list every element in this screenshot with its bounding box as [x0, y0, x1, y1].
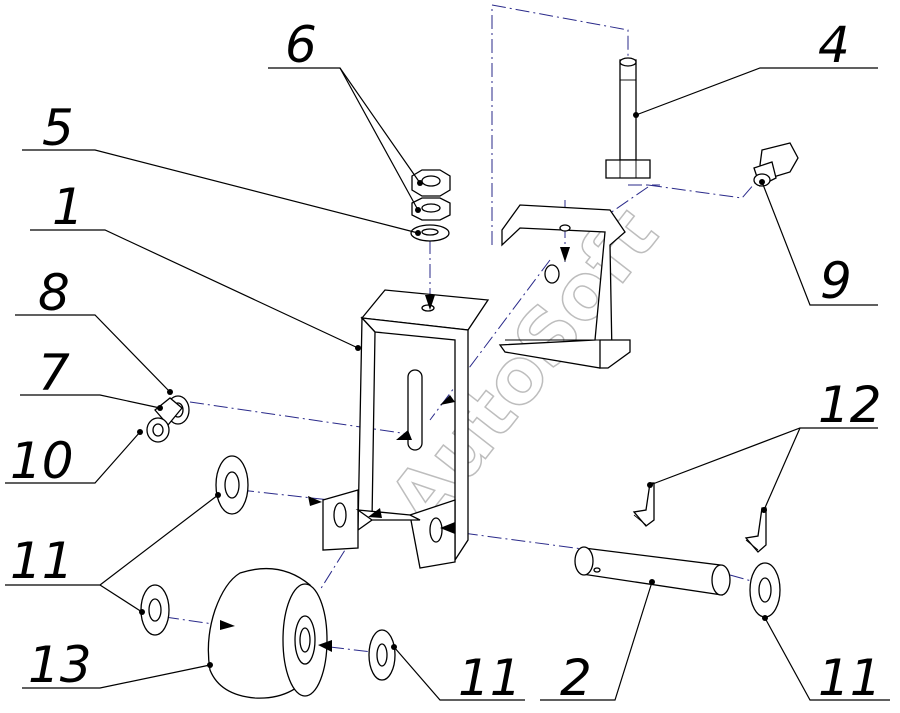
- callout-12: 12: [818, 376, 882, 434]
- callout-8: 8: [38, 264, 70, 322]
- callout-10: 10: [10, 432, 74, 490]
- leader-dots: [137, 112, 768, 668]
- leader-lines: [5, 67, 890, 701]
- callout-11-left: 11: [10, 532, 74, 590]
- callout-labels: 4 6 5 1 8 7 10 9 12 11 13 11 2 11: [10, 16, 882, 707]
- callout-2: 2: [560, 649, 592, 707]
- callout-13: 13: [28, 636, 92, 694]
- assembly-arrows: [220, 247, 570, 652]
- callout-11-center: 11: [458, 649, 522, 707]
- part-9-short-bolt: [753, 142, 799, 187]
- callout-5: 5: [42, 99, 74, 157]
- callout-1: 1: [52, 178, 84, 236]
- part-2-axle-pin: [574, 546, 731, 596]
- callout-7: 7: [38, 344, 70, 402]
- part-6-nuts: [411, 169, 451, 221]
- part-7-8-10-fitting: [146, 395, 190, 443]
- callout-4: 4: [818, 16, 850, 74]
- part-13-roller: [207, 567, 328, 699]
- part-12-cotter-pins: [632, 482, 767, 553]
- part-5-washer: [410, 224, 450, 242]
- u-channel-bracket: [498, 204, 631, 369]
- watermark: AutoSoft: [372, 191, 675, 544]
- callout-11-right: 11: [818, 649, 882, 707]
- callout-6: 6: [285, 16, 317, 74]
- part-4-long-bolt: [605, 57, 651, 179]
- part-1-main-bracket: [322, 289, 490, 569]
- callout-9: 9: [820, 252, 852, 310]
- part-11-washers: [140, 455, 781, 681]
